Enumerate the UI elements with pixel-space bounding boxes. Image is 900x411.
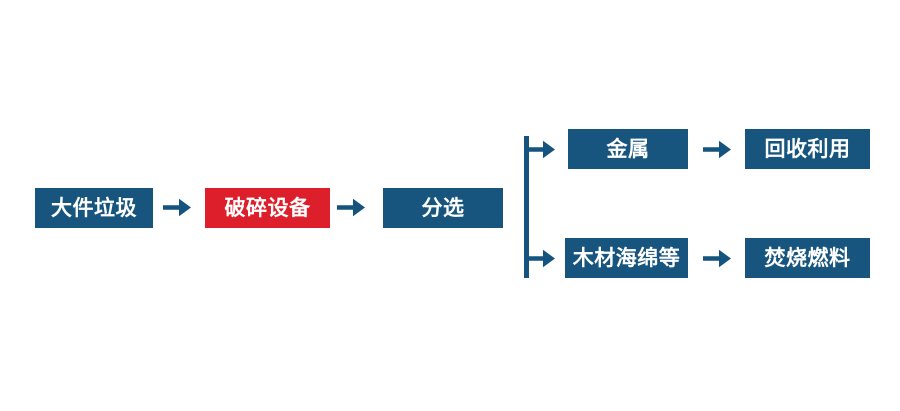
node-metal: 金属 bbox=[568, 129, 688, 169]
branch-connector-line bbox=[524, 136, 529, 278]
arrow-right-icon bbox=[527, 249, 555, 268]
arrow-right-icon bbox=[703, 249, 731, 268]
arrow-right-icon bbox=[337, 198, 365, 217]
arrow-right-icon bbox=[163, 198, 191, 217]
node-wood-sponge-label: 木材海绵等 bbox=[572, 245, 681, 270]
node-sorting-label: 分选 bbox=[421, 195, 465, 220]
node-incineration-fuel: 焚烧燃料 bbox=[745, 238, 870, 278]
node-bulky-waste-label: 大件垃圾 bbox=[51, 195, 137, 220]
node-recycling-label: 回收利用 bbox=[764, 136, 851, 161]
node-sorting: 分选 bbox=[383, 188, 503, 228]
node-incineration-fuel-label: 焚烧燃料 bbox=[764, 245, 851, 270]
node-wood-sponge: 木材海绵等 bbox=[565, 238, 688, 278]
node-recycling: 回收利用 bbox=[745, 129, 870, 169]
node-metal-label: 金属 bbox=[606, 136, 650, 161]
arrow-right-icon bbox=[703, 140, 731, 159]
arrow-right-icon bbox=[527, 140, 555, 159]
node-crushing-equipment: 破碎设备 bbox=[205, 188, 330, 228]
node-crushing-equipment-label: 破碎设备 bbox=[224, 195, 311, 220]
node-bulky-waste: 大件垃圾 bbox=[35, 188, 153, 228]
